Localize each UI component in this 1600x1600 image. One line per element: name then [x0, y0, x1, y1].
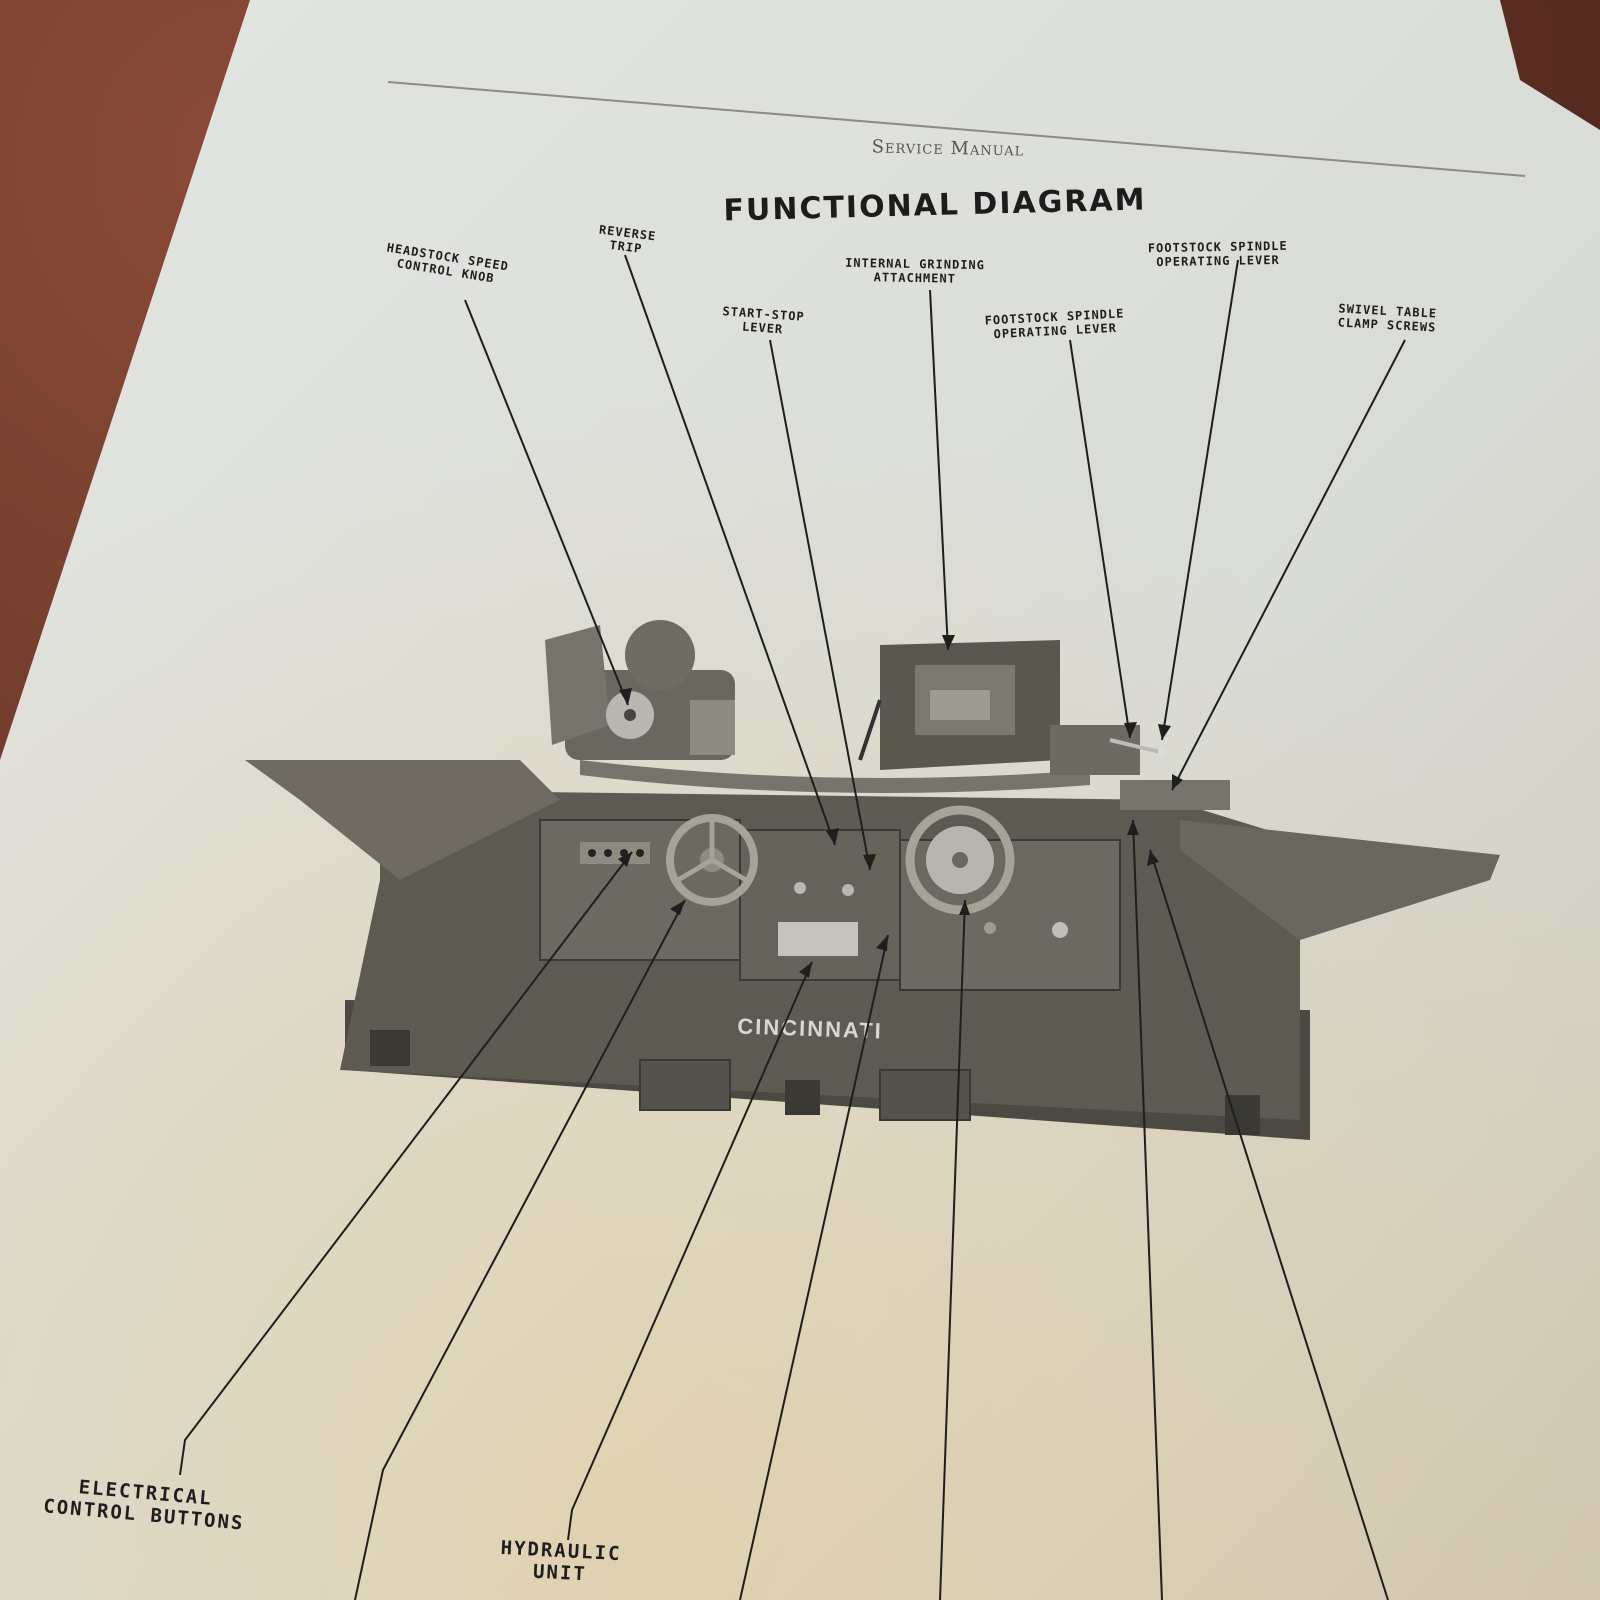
headstock [545, 620, 735, 760]
leader-swivel-table [1171, 339, 1406, 791]
leader-table-lower-2 [1149, 849, 1389, 1600]
footstock [1050, 725, 1230, 810]
leader-arrowheads [618, 635, 1183, 978]
handwheel-right [905, 805, 1015, 915]
table-right [1180, 820, 1500, 940]
leader-reverse-trip [624, 254, 836, 846]
leader-electrical [179, 851, 633, 1476]
grinding-machine: CINCINNATI [245, 620, 1500, 1140]
handwheel-left [666, 814, 758, 906]
table-rail [580, 760, 1090, 793]
label-hydraulic-unit: HYDRAULIC UNIT [500, 1536, 623, 1586]
leader-table-lower-1 [1132, 819, 1163, 1600]
leader-lines [179, 254, 1406, 1600]
leader-hydraulic [567, 961, 813, 1541]
button-strip [580, 842, 650, 864]
leader-headstock-speed [464, 299, 629, 706]
table-left [245, 760, 560, 880]
leader-internal-grinding [929, 289, 949, 651]
leader-footstock-1 [1069, 339, 1131, 739]
leader-handwheel-right [939, 899, 966, 1600]
machine-brand: CINCINNATI [737, 1013, 883, 1043]
label-footstock-spindle-lever-2: FOOTSTOCK SPINDLE OPERATING LEVER [1147, 238, 1288, 270]
label-internal-grinding-attachment: INTERNAL GRINDING ATTACHMENT [845, 255, 986, 286]
label-swivel-table-clamp-screws: SWIVEL TABLE CLAMP SCREWS [1337, 301, 1438, 335]
leader-footstock-2 [1161, 259, 1239, 741]
label-start-stop-lever: START-STOP LEVER [722, 304, 806, 337]
internal-grinding-attachment [858, 640, 1060, 770]
hydraulic-block [778, 922, 858, 956]
panel-center [739, 829, 901, 981]
leader-start-stop-lower [739, 934, 889, 1600]
leader-start-stop [769, 339, 871, 871]
leader-handwheel-left [354, 899, 686, 1600]
